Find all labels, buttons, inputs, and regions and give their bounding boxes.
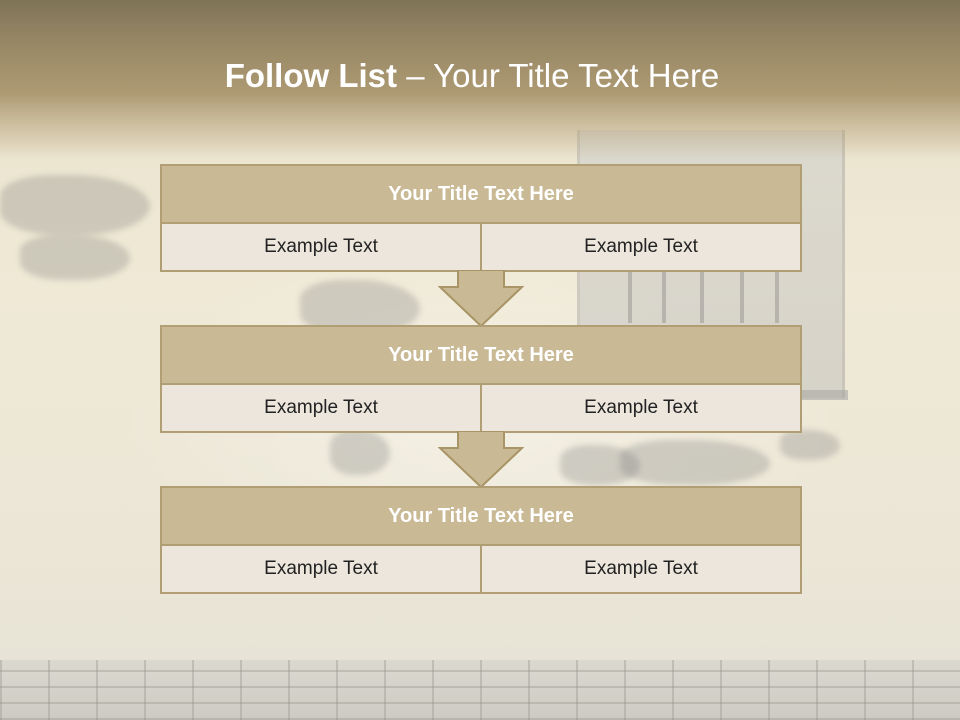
step-heading: Your Title Text Here <box>162 166 800 224</box>
list-step-3: Your Title Text Here Example Text Exampl… <box>160 486 802 594</box>
wall-stain <box>20 235 130 280</box>
down-arrow-icon <box>438 270 524 326</box>
step-cell-right: Example Text <box>480 385 800 431</box>
wall-stain <box>0 175 150 235</box>
slide-title-bold: Follow List <box>224 57 398 94</box>
header-band <box>0 0 960 160</box>
list-step-2: Your Title Text Here Example Text Exampl… <box>160 325 802 433</box>
step-row: Example Text Example Text <box>162 546 800 592</box>
step-heading: Your Title Text Here <box>162 327 800 385</box>
window-bar <box>700 265 704 323</box>
wall-stain <box>620 440 770 485</box>
step-heading: Your Title Text Here <box>162 488 800 546</box>
step-cell-right: Example Text <box>480 546 800 592</box>
pavement <box>0 660 960 720</box>
window-bar <box>662 265 666 323</box>
slide-title: Follow List – Your Title Text Here <box>0 52 944 100</box>
slide-title-rest: – Your Title Text Here <box>397 57 720 94</box>
wall-stain <box>780 430 840 460</box>
list-step-1: Your Title Text Here Example Text Exampl… <box>160 164 802 272</box>
window-bar <box>740 265 744 323</box>
window-bar <box>628 265 632 323</box>
step-row: Example Text Example Text <box>162 385 800 431</box>
step-cell-left: Example Text <box>162 224 480 270</box>
step-row: Example Text Example Text <box>162 224 800 270</box>
down-arrow-icon <box>438 431 524 487</box>
step-cell-left: Example Text <box>162 385 480 431</box>
step-cell-left: Example Text <box>162 546 480 592</box>
wall-stain <box>560 445 640 485</box>
window-bar <box>775 265 779 323</box>
wall-stain <box>330 430 390 475</box>
step-cell-right: Example Text <box>480 224 800 270</box>
